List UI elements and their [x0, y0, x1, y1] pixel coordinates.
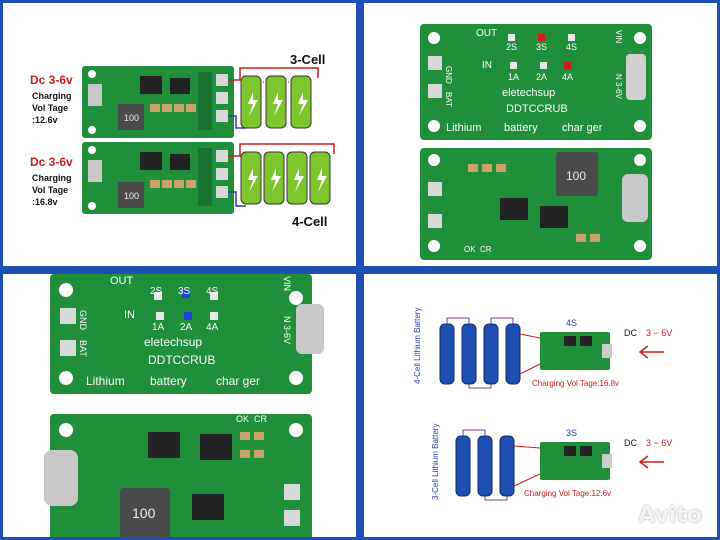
label-4-cell: 4-Cell — [292, 214, 327, 229]
label-in: IN — [124, 309, 135, 321]
brand-label: eletechsup — [502, 87, 555, 99]
pcb-board-bottom — [82, 142, 234, 214]
dc-label-bottom: DC — [624, 438, 637, 448]
dc-label-top: DC — [624, 328, 637, 338]
lithium-label: Lithium — [446, 122, 481, 134]
panel-connection-diagram: 4S DC 3 − 6V 4-Cell Lithium Battery Char… — [364, 274, 720, 540]
mode-label-3s: 3S — [566, 428, 577, 438]
label-in: IN — [482, 60, 492, 71]
charger-label: char ger — [562, 122, 603, 134]
battery-label: battery — [504, 122, 538, 134]
charging-voltage-bottom: :16.8v — [32, 197, 58, 207]
model-label: DDTCCRUB — [506, 103, 568, 115]
label-2a: 2A — [180, 322, 193, 333]
pcb-board-3s — [540, 442, 612, 480]
label-1a: 1A — [152, 322, 165, 333]
cell-label-3: 3-Cell Lithium Battery — [431, 424, 440, 500]
model-label: DDTCCRUB — [148, 353, 215, 367]
pcb-board-back — [420, 148, 652, 260]
charging-label-top-2: Vol Tage — [32, 103, 68, 113]
lithium-label: Lithium — [86, 374, 125, 388]
label-2a: 2A — [536, 72, 547, 82]
bat-label: BAT — [444, 92, 453, 107]
frame-divider-horizontal — [0, 266, 720, 274]
charging-label-bottom-2: Vol Tage — [32, 185, 68, 195]
label-2s: 2S — [506, 42, 517, 52]
charger-label: char ger — [216, 374, 260, 388]
label-3-cell: 3-Cell — [290, 52, 325, 67]
pcb-board-top — [82, 66, 234, 138]
mode-label-4s: 4S — [566, 318, 577, 328]
label-4s: 4S — [206, 286, 219, 297]
brand-label: eletechsup — [144, 335, 202, 349]
inductor-code-top: 100 — [124, 113, 139, 123]
gnd-label: GND — [444, 66, 453, 84]
panel-board-closeup: OUT 2S 3S 4S IN 1A 2A 4A eletechsup DDTC… — [0, 274, 356, 540]
charging-label-top: Charging Vol Tage:16.8v — [532, 379, 619, 388]
label-4a: 4A — [562, 72, 573, 82]
cell-label-4: 4-Cell Lithium Battery — [413, 308, 422, 384]
dc-label-bottom: Dc 3-6v — [30, 155, 73, 169]
vin-label: VIN — [614, 30, 623, 44]
charging-label-top-1: Charging — [32, 91, 72, 101]
n36-label: N 3-6V — [614, 74, 623, 100]
charging-voltage-top: :12.6v — [32, 115, 58, 125]
charging-label-bottom-1: Charging — [32, 173, 72, 183]
label-2s: 2S — [150, 286, 163, 297]
battery-group-3cell-blue — [455, 429, 515, 501]
vin-label: VIN — [282, 276, 292, 291]
inductor-code-bottom: 100 — [124, 191, 139, 201]
pcb-board-front — [420, 24, 652, 140]
panel-board-top-and-bottom: OUT 2S 3S 4S IN 1A 2A 4A eletechsup DDTC… — [364, 0, 720, 266]
bat-label: BAT — [78, 340, 88, 357]
pcb-board-4s — [540, 332, 612, 370]
inductor-code: 100 — [132, 505, 156, 521]
label-4s: 4S — [566, 42, 577, 52]
gnd-label: GND — [78, 310, 88, 331]
cr-label: CR — [480, 245, 492, 254]
dc-range-top: 3 − 6V — [646, 328, 672, 338]
pcb-board-back-closeup — [44, 414, 312, 540]
battery-group-4cell-blue — [439, 317, 521, 389]
label-out: OUT — [476, 28, 497, 39]
label-out: OUT — [110, 275, 134, 287]
ok-label: OK — [464, 245, 476, 254]
battery-group-4cell — [240, 151, 331, 205]
cr-label: CR — [254, 414, 267, 424]
label-3s: 3S — [536, 42, 547, 52]
label-4a: 4A — [206, 322, 219, 333]
charging-label-bottom: Charging Vol Tage:12.6v — [524, 489, 611, 498]
battery-label: battery — [150, 374, 187, 388]
ok-label: OK — [236, 414, 249, 424]
watermark-logo: Avito — [638, 503, 702, 528]
label-3s: 3S — [178, 286, 191, 297]
dc-label-top: Dc 3-6v — [30, 73, 73, 87]
inductor-code: 100 — [566, 169, 586, 183]
n36-label: N 3-6V — [282, 316, 292, 344]
battery-group-3cell — [240, 75, 312, 129]
panel-wiring-diagram: 100 100 3-Cell — [0, 0, 356, 266]
label-1a: 1A — [508, 72, 519, 82]
pcb-board-front-closeup — [50, 274, 324, 394]
dc-range-bottom: 3 − 6V — [646, 438, 672, 448]
